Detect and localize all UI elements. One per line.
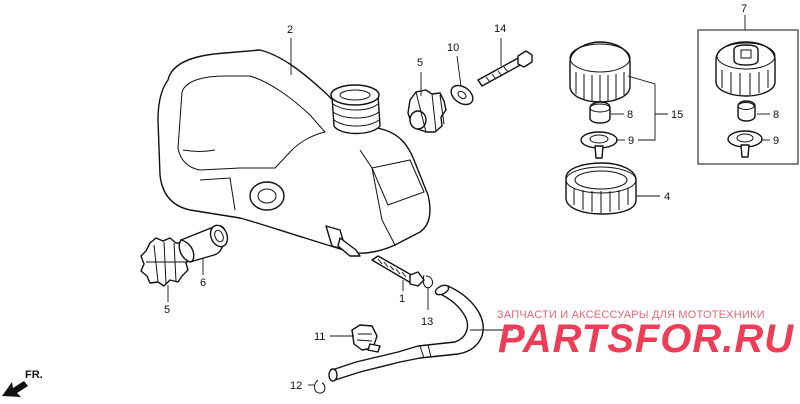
clip-13 — [422, 274, 433, 289]
front-direction-label: FR. — [25, 369, 43, 381]
callout-5-lower: 5 — [164, 304, 170, 316]
callout-6: 6 — [200, 277, 206, 289]
callout-9-right: 9 — [773, 135, 779, 147]
callout-9-left: 9 — [628, 135, 634, 147]
nut-left — [140, 237, 191, 287]
leader-lines — [167, 15, 770, 386]
callout-15: 15 — [671, 109, 683, 121]
callout-8-right: 8 — [773, 109, 779, 121]
callout-5-upper: 5 — [417, 57, 423, 69]
watermark-logo: PARTSFOR.RU — [498, 317, 795, 361]
front-direction-arrow — [2, 381, 28, 397]
callout-14: 14 — [494, 23, 506, 35]
hose-clamp — [351, 324, 381, 353]
fuel-hose — [328, 284, 484, 382]
gasket-9-right — [727, 130, 763, 158]
callout-11: 11 — [314, 331, 325, 343]
callout-10: 10 — [447, 42, 459, 54]
callout-12: 12 — [290, 380, 302, 392]
callout-2: 2 — [287, 24, 293, 36]
fuel-tank — [157, 49, 431, 257]
sleeve — [178, 224, 229, 263]
callout-4: 4 — [664, 191, 670, 203]
watermark-tagline: ЗАПЧАСТИ И АКСЕССУАРЫ ДЛЯ МОТОТЕХНИКИ — [497, 309, 765, 321]
nut-upper — [407, 89, 447, 133]
callout-numbers: 2 5 10 14 7 8 8 15 9 9 4 6 5 1 13 3 11 1… — [164, 3, 779, 392]
fuel-cap-15 — [569, 41, 631, 103]
seal-8-right — [737, 100, 756, 122]
bolt-14 — [477, 50, 533, 87]
kit-7-box — [697, 29, 799, 165]
clip-12 — [313, 379, 326, 394]
callout-3: 3 — [518, 325, 524, 337]
washer-10 — [450, 84, 474, 106]
ring-4 — [565, 162, 637, 215]
fuel-cap-7 — [715, 41, 776, 97]
seal-8-left — [589, 101, 611, 124]
gasket-9-left — [580, 131, 618, 159]
callout-1: 1 — [399, 293, 405, 305]
callout-13: 13 — [421, 316, 433, 328]
bolt-1 — [371, 255, 425, 287]
callout-8-left: 8 — [627, 109, 633, 121]
callout-7: 7 — [741, 3, 747, 15]
